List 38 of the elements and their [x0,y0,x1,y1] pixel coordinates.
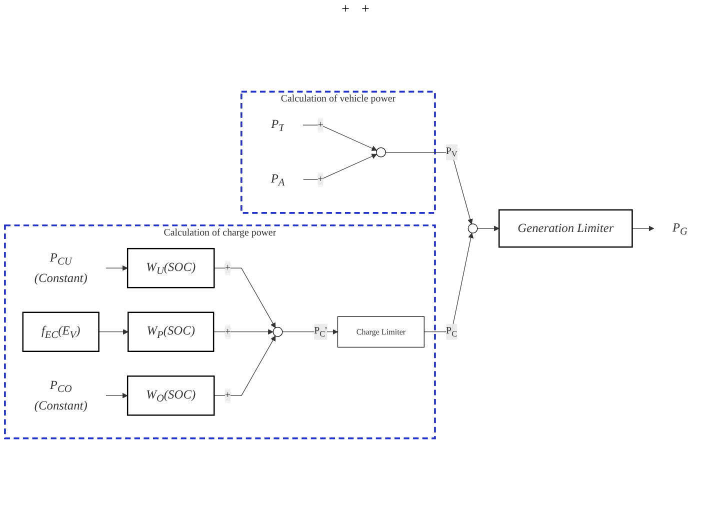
edge-label: + [318,174,324,185]
arrow [385,152,473,224]
node-label: (Constant) [34,399,88,413]
edge-label: + [318,120,324,130]
node-box: W$_{U}$(SOC) [126,248,215,288]
node-text: P$_{A}$ [270,172,285,188]
arrow [477,226,500,232]
arrow [214,336,276,396]
node-box: W$_{P}$(SOC) [128,312,214,352]
sum-sign: + [342,2,350,17]
edge-label: P$_{C}$ [446,326,458,338]
node-circle [468,224,478,234]
arrow [213,329,274,335]
arrow [632,226,654,232]
edge-label: + [224,326,231,337]
node-label: (Constant) [34,272,88,286]
arrow [98,329,128,335]
arrow [214,268,276,328]
sum-sign: + [362,2,370,17]
edge-label: + [224,390,231,401]
node-box: f$_{EC}$(E$_{V}$) [22,312,100,352]
edge-label: + [224,262,231,274]
arrow [424,232,474,332]
node-circle [376,147,386,158]
node-circle [272,326,283,337]
arrow [106,265,128,271]
node-text: P$_{CO}$ [50,378,72,395]
node-text: P$_{T}$ [271,117,284,134]
node-box: Charge Limiter [337,316,424,348]
arrow [302,124,377,151]
node-text: P$_{G}$ [672,220,688,237]
node-box: Generation Limiter [498,209,633,248]
arrow [302,154,377,180]
arrow [106,392,128,398]
node-box: W$_{O}$(SOC) [126,376,215,416]
node-text: P$_{CU}$ [50,251,72,268]
edge-label: P$_{V}$ [446,146,458,159]
edge-label: P$_{C}$' [314,326,327,338]
